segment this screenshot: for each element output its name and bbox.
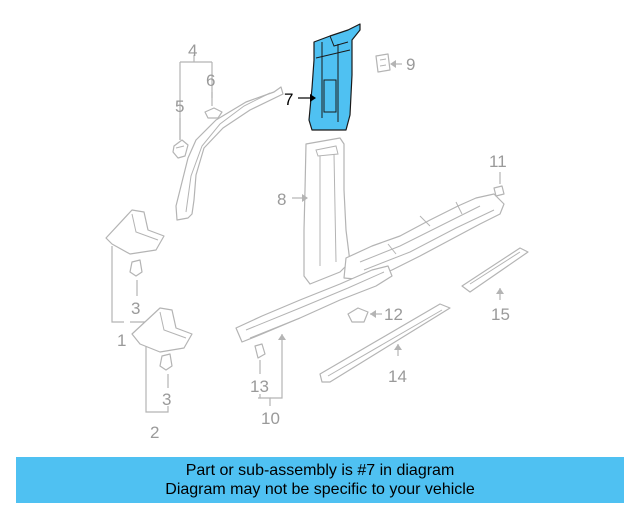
clip-6	[204, 107, 223, 119]
scuff-plate-15-group: 15	[461, 247, 529, 324]
callout-13: 13	[250, 377, 269, 396]
callout-1: 1	[117, 331, 126, 350]
clip-11	[493, 185, 505, 197]
lower-seat-bracket	[131, 307, 193, 353]
clip-9	[375, 53, 391, 73]
clip-3-lower	[159, 353, 173, 371]
lower-b-pillar-trim	[303, 137, 351, 285]
lower-b-pillar-trim-group: 8	[277, 137, 351, 285]
callout-9: 9	[406, 55, 415, 74]
callout-11: 11	[489, 152, 507, 171]
sill-trim-group: 11	[235, 152, 507, 343]
callout-6: 6	[206, 71, 215, 90]
clip-3-upper	[129, 259, 143, 277]
upper-seat-bracket	[105, 209, 165, 255]
callout-4: 4	[188, 41, 197, 60]
bracket-2-group: 3 2	[131, 307, 193, 442]
clip-13	[254, 343, 266, 359]
callout-14: 14	[388, 367, 407, 386]
info-banner: Part or sub-assembly is #7 in diagram Di…	[16, 457, 624, 503]
callout-12: 12	[384, 305, 403, 324]
callout-7: 7	[284, 90, 293, 109]
rear-scuff-plate	[461, 247, 529, 293]
clip-12	[347, 307, 369, 323]
callout-3-lower: 3	[162, 390, 171, 409]
rear-sill-trim	[343, 193, 505, 281]
banner-line-2: Diagram may not be specific to your vehi…	[165, 481, 475, 498]
a-pillar-trim-group: 4 5 6	[172, 41, 284, 221]
callout-2: 2	[150, 423, 159, 442]
callout-5: 5	[175, 97, 184, 116]
front-sill-trim	[235, 265, 393, 343]
clip-5	[172, 139, 189, 159]
bracket-1-group: 3 1	[105, 209, 165, 350]
callout-8: 8	[277, 190, 286, 209]
clip-9-group: 9	[375, 53, 415, 74]
leader-4	[179, 55, 213, 140]
callout-3-upper: 3	[131, 299, 140, 318]
callout-15: 15	[491, 305, 510, 324]
upper-b-pillar-trim	[308, 23, 361, 131]
callout-10: 10	[261, 409, 280, 428]
banner-line-1: Part or sub-assembly is #7 in diagram	[185, 462, 455, 479]
scuff-plate-14-group: 14	[319, 303, 451, 386]
upper-b-pillar-trim-group: 7	[284, 23, 361, 131]
a-pillar-trim	[175, 86, 284, 221]
parts-diagram: 4 5 6 7 9 8 11	[105, 23, 529, 442]
clip-12-group: 12	[347, 305, 403, 324]
front-sill-callout-group: 13 10	[250, 334, 286, 428]
arrow-7	[310, 94, 316, 102]
